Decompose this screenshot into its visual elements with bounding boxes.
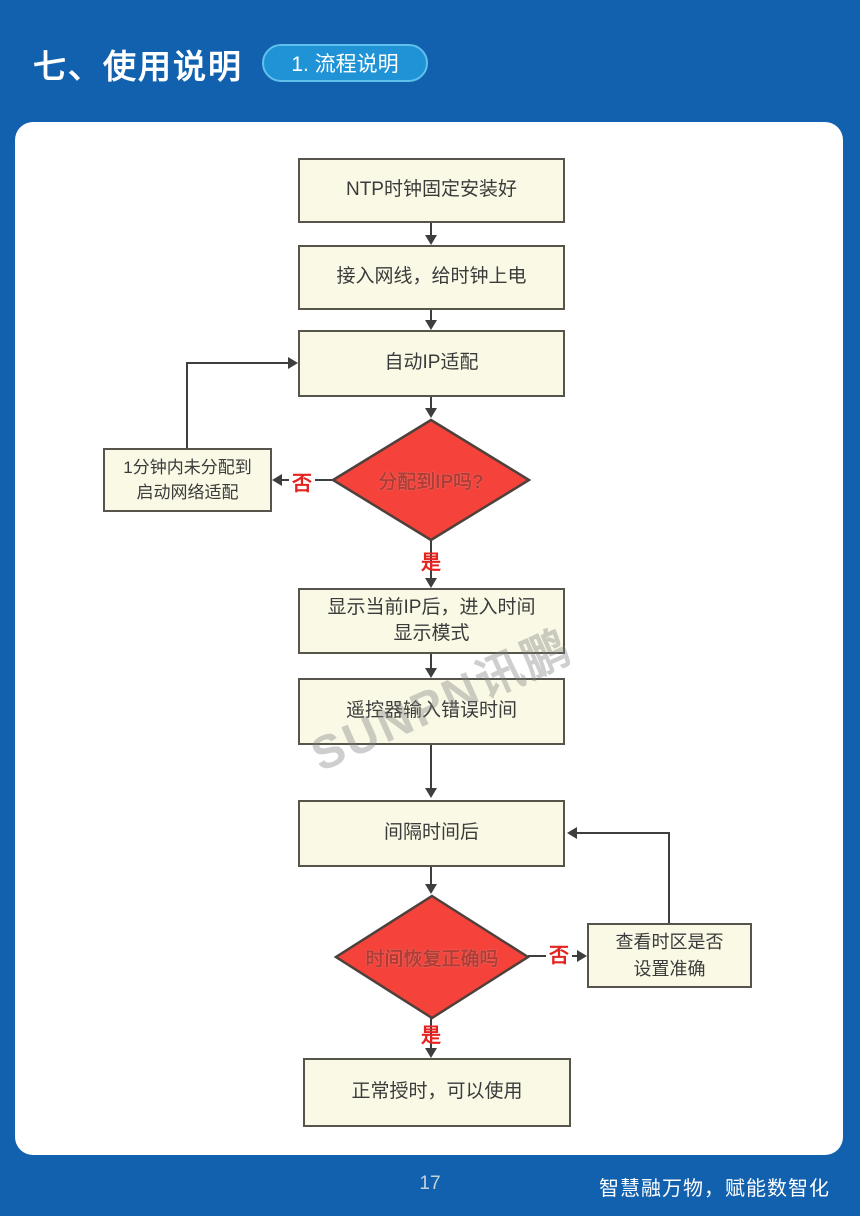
diamond-shape [331,418,531,542]
diamond-shape [334,894,530,1020]
arrowhead [425,235,437,245]
connector [430,867,432,885]
edge-label-no-1: 否 [289,472,315,496]
flow-step-after-interval: 间隔时间后 [298,800,565,867]
arrowhead [425,320,437,330]
flow-step-show-ip: 显示当前IP后，进入时间 显示模式 [298,588,565,654]
connector [430,223,432,236]
flow-step-check-timezone: 查看时区是否 设置准确 [587,923,752,988]
arrowhead [425,578,437,588]
arrowhead [272,474,282,486]
arrowhead [425,408,437,418]
decision-ip-assigned-label: 分配到IP吗? [378,471,484,493]
connector [430,745,432,789]
arrowhead [288,357,298,369]
flow-step-wrong-time: 遥控器输入错误时间 [298,678,565,745]
edge-label-no-2: 否 [546,944,572,968]
flow-step-ready: 正常授时，可以使用 [303,1058,571,1127]
arrowhead [567,827,577,839]
connector [577,832,670,834]
flow-step-power-on: 接入网线，给时钟上电 [298,245,565,310]
connector [186,362,289,364]
subsection-badge: 1. 流程说明 [262,44,428,82]
arrowhead [425,1048,437,1058]
connector [430,397,432,409]
connector [430,654,432,669]
section-title: 七、使用说明 [33,48,243,85]
connector [186,363,188,448]
footer-slogan: 智慧融万物，赋能数智化 [599,1178,830,1200]
decision-time-correct: 时间恢复正确吗 [334,894,530,1020]
page-number: 17 [419,1173,441,1194]
arrowhead [425,668,437,678]
flow-step-auto-ip: 自动IP适配 [298,330,565,397]
flow-step-installed: NTP时钟固定安装好 [298,158,565,223]
arrowhead [425,788,437,798]
connector [668,833,670,923]
connector [430,541,432,579]
arrowhead [425,884,437,894]
decision-time-correct-label: 时间恢复正确吗 [365,948,499,970]
flow-step-retry-network: 1分钟内未分配到 启动网络适配 [103,448,272,512]
connector [430,310,432,321]
arrowhead [577,950,587,962]
edge-label-yes-2: 是 [421,1025,441,1047]
connector [430,1018,432,1049]
edge-label-yes-1: 是 [421,552,441,574]
decision-ip-assigned: 分配到IP吗? [331,418,531,542]
subsection-badge-label: 1. 流程说明 [291,53,399,76]
